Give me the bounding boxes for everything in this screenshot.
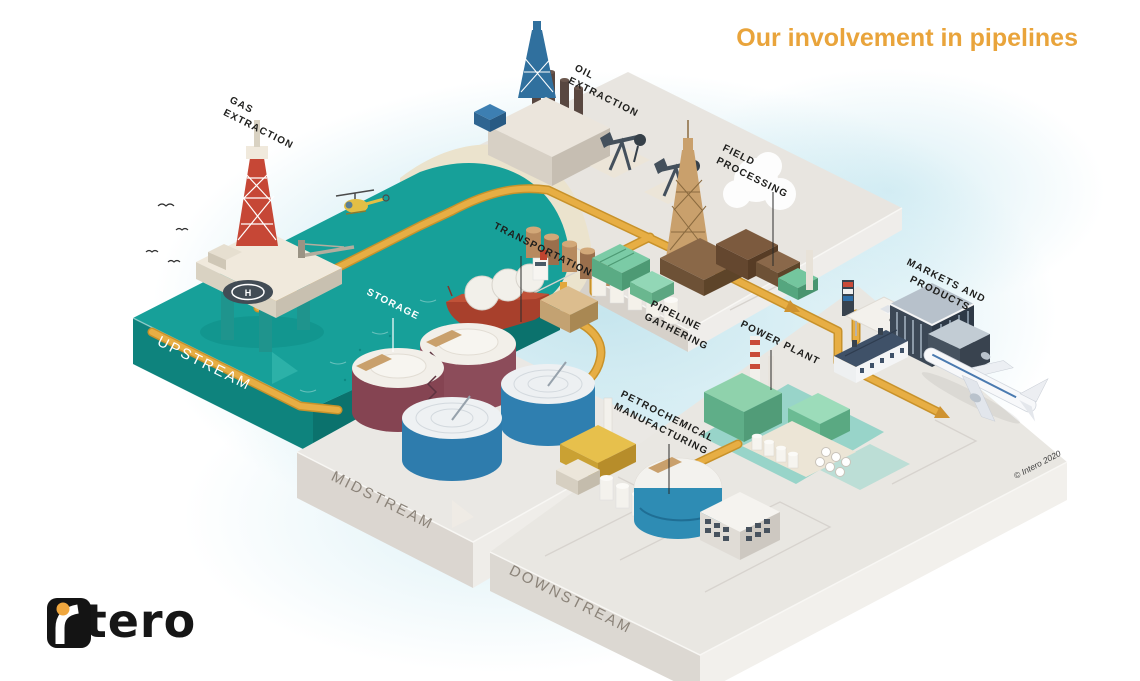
pipeline-gathering-units	[592, 244, 674, 305]
drilling-derrick	[236, 158, 278, 246]
intero-logo-glyph-icon	[47, 598, 91, 648]
helipad	[223, 280, 273, 304]
lng-ship	[446, 250, 550, 333]
power-plant	[704, 336, 856, 477]
blue-tank	[501, 361, 595, 446]
oil-extraction-facility	[474, 21, 706, 286]
oil-derrick	[518, 30, 556, 98]
petrochemical-plant	[556, 397, 780, 560]
clouds	[723, 152, 796, 210]
helicopter	[335, 189, 390, 215]
field-processing-facility	[591, 120, 818, 325]
birds	[145, 203, 189, 263]
storage-tanks	[352, 323, 595, 481]
cooling-stacks	[751, 433, 799, 469]
row-houses	[834, 328, 908, 383]
markets-area	[834, 280, 1049, 424]
page-title: Our involvement in pipelines	[736, 24, 1078, 52]
midstream-arrow-icon	[452, 500, 474, 528]
offshore-gas-rig: H	[196, 120, 355, 352]
upstream-arrow-icon	[272, 352, 298, 384]
helipad-letter: H	[245, 288, 252, 298]
label-leader-lines	[392, 192, 774, 494]
airplane	[921, 347, 1049, 424]
office-building	[700, 492, 780, 560]
intero-logo: ntero	[46, 596, 196, 648]
blue-tank	[402, 395, 502, 481]
transportation-hub	[540, 282, 598, 333]
field-derrick	[666, 150, 710, 258]
